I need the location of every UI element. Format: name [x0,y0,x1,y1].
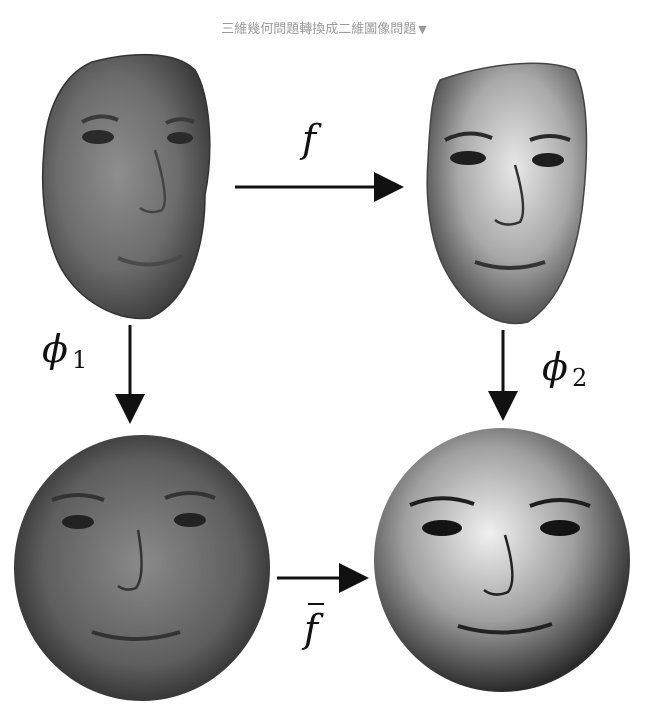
label-phi1-sub: 1 [72,346,87,374]
face-3d-right-icon [426,62,588,325]
label-fbar-symbol: f [301,607,324,651]
label-phi2-symbol: ϕ [542,345,568,389]
label-phi2: ϕ 2 [542,345,587,392]
label-phi1: ϕ 1 [42,327,87,374]
label-phi2-sub: 2 [572,364,587,392]
label-f: f [299,117,322,161]
label-fbar: f [301,603,324,651]
face-disk-right-icon [374,428,630,692]
caption-text: 三維幾何問題轉換成二維圖像問題 [221,22,417,37]
face-3d-left-icon [41,53,211,320]
label-phi1-symbol: ϕ [42,327,68,371]
face-disk-left-icon [14,435,270,701]
caption: 三維幾何問題轉換成二維圖像問題▼ [0,18,648,37]
caption-dropdown-icon[interactable]: ▼ [418,23,427,36]
